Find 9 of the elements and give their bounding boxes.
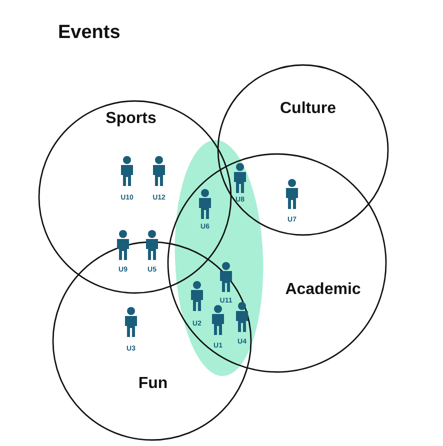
set-label: Academic [285,281,361,299]
set-label: Culture [280,100,336,118]
set-circle [52,241,252,441]
set-label: Sports [106,110,156,128]
set-circle [38,100,232,294]
set-circle [217,64,389,236]
set-circle [167,153,387,373]
set-label: Fun [138,375,168,393]
title: Events [58,22,120,44]
